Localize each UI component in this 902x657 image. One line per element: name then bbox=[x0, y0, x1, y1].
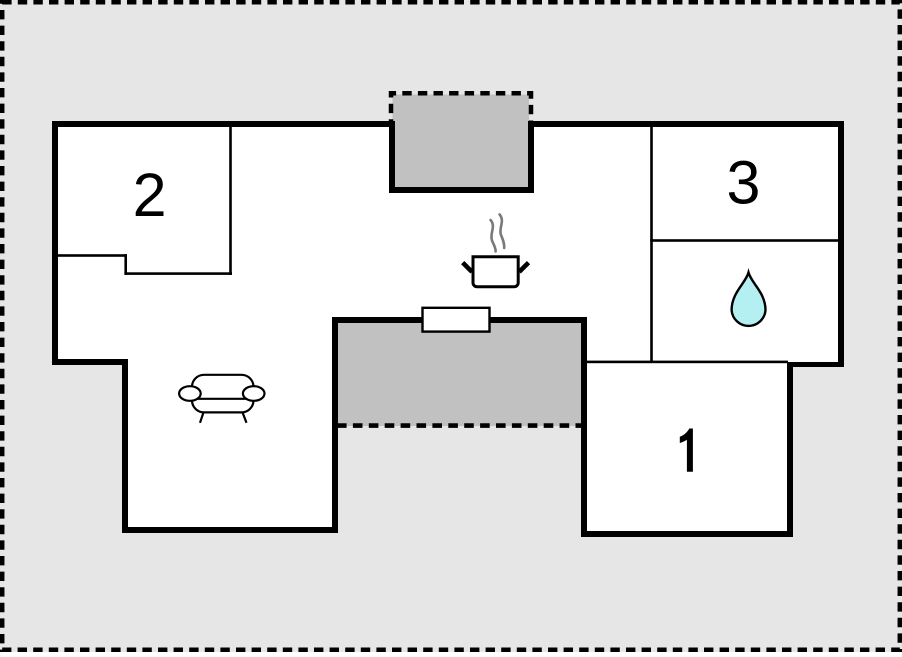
svg-text:3: 3 bbox=[727, 149, 761, 217]
svg-text:2: 2 bbox=[133, 161, 167, 229]
